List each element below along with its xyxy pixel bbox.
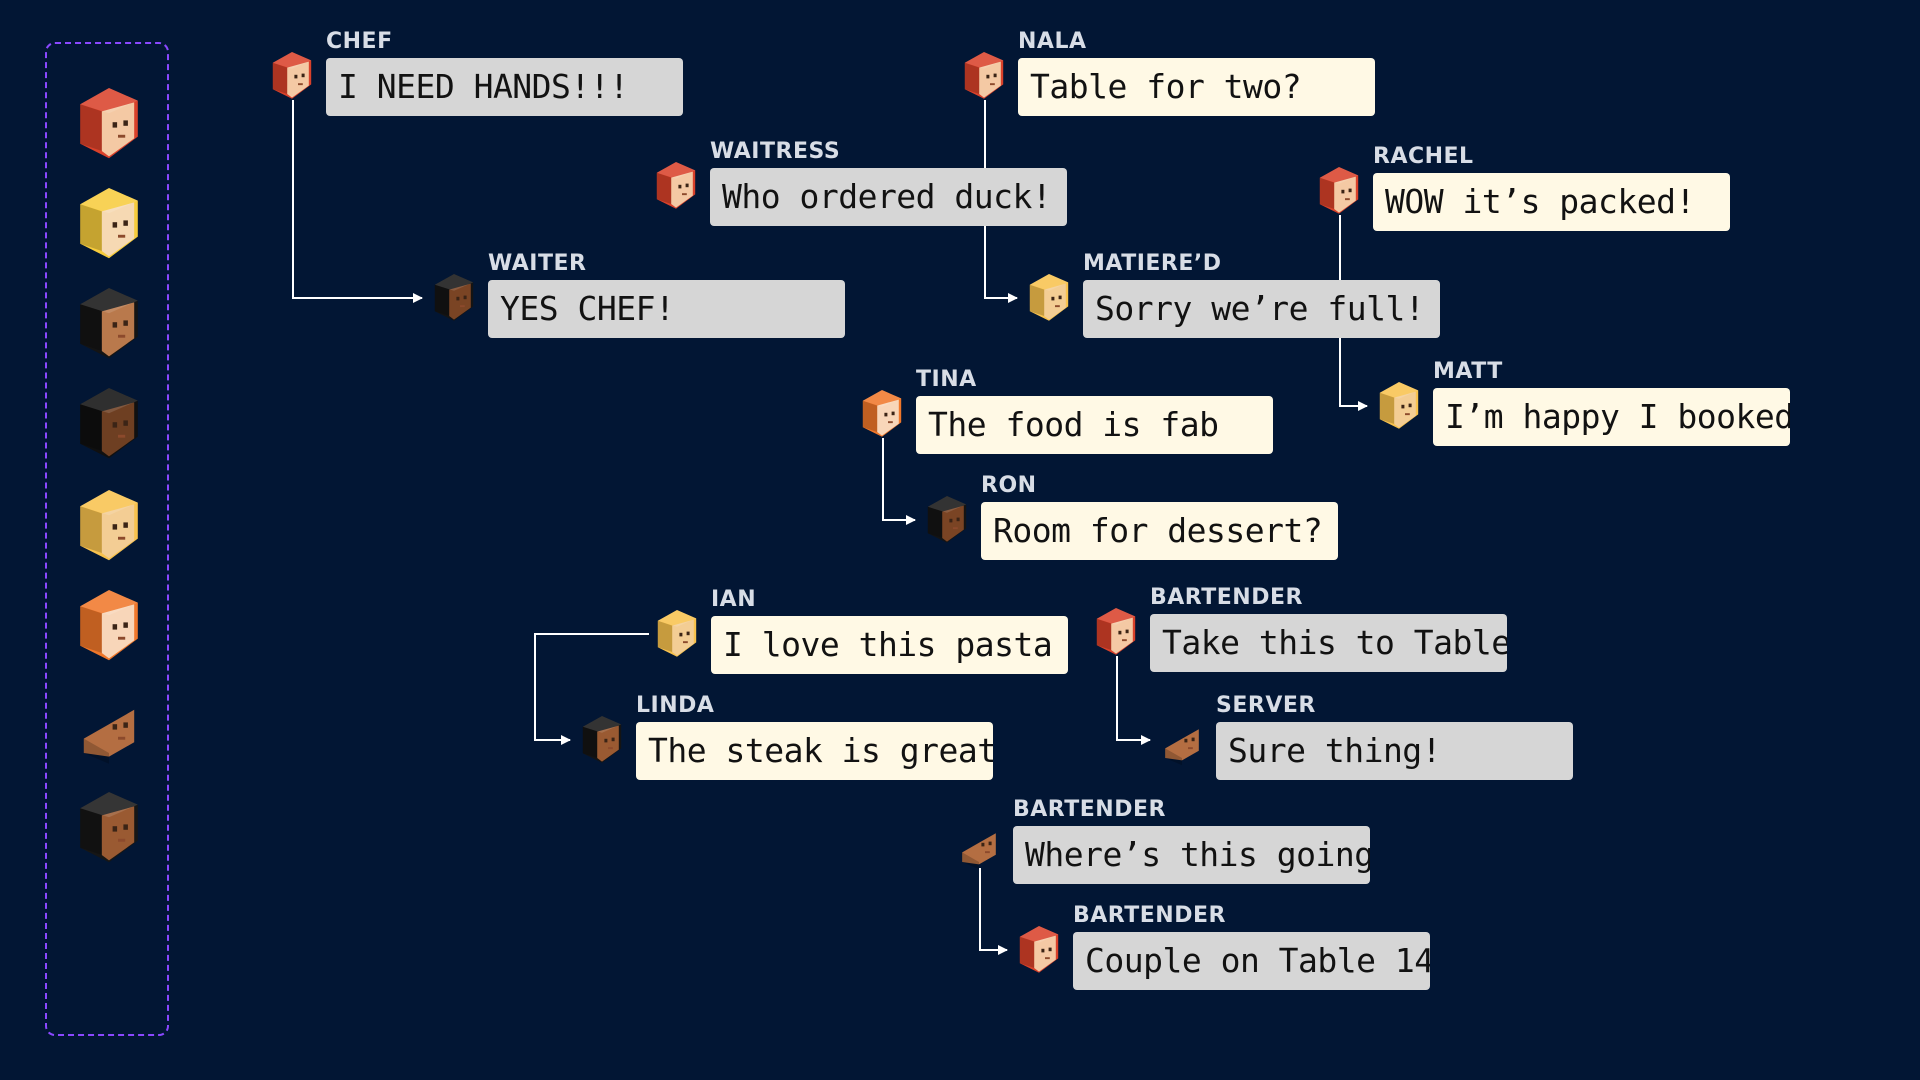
- speaker-name: BARTENDER: [1150, 585, 1303, 610]
- red-hair-avatar-icon: [1019, 926, 1059, 973]
- dialogue-node-bartender3[interactable]: BARTENDER Couple on Table 14: [1015, 902, 1430, 992]
- yellow-hair-avatar-icon: [80, 490, 138, 561]
- speaker-avatar[interactable]: [1158, 712, 1206, 768]
- dialogue-node-ron[interactable]: RON Room for dessert?: [923, 472, 1338, 562]
- speaker-avatar[interactable]: [430, 270, 478, 326]
- speaker-name: BARTENDER: [1073, 903, 1226, 928]
- speaker-name: RACHEL: [1373, 144, 1474, 169]
- orange-hair-avatar-icon: [862, 390, 902, 437]
- long-black-hair-avatar-icon: [80, 388, 138, 459]
- palette-avatar[interactable]: [73, 786, 145, 870]
- speech-bubble[interactable]: Table for two?: [1018, 58, 1375, 116]
- speech-bubble[interactable]: Sorry we’re full!: [1083, 280, 1440, 338]
- speaker-avatar[interactable]: [653, 606, 701, 662]
- speaker-avatar[interactable]: [652, 158, 700, 214]
- orange-hair-avatar-icon: [80, 590, 138, 661]
- speaker-name: MATT: [1433, 359, 1503, 384]
- speaker-name: NALA: [1018, 29, 1087, 54]
- speech-bubble[interactable]: YES CHEF!: [488, 280, 845, 338]
- speech-bubble[interactable]: Room for dessert?: [981, 502, 1338, 560]
- speaker-avatar[interactable]: [858, 386, 906, 442]
- red-hair-avatar-icon: [272, 52, 312, 99]
- speaker-name: WAITER: [488, 251, 587, 276]
- dialogue-node-rachel[interactable]: RACHEL WOW it’s packed!: [1315, 143, 1730, 233]
- speech-bubble[interactable]: The steak is great: [636, 722, 993, 780]
- bald-avatar-icon: [83, 709, 135, 764]
- speech-bubble[interactable]: Who ordered duck!: [710, 168, 1067, 226]
- red-hair-avatar-icon: [1096, 608, 1136, 655]
- red-hair-avatar-icon: [656, 162, 696, 209]
- speaker-name: WAITRESS: [710, 139, 841, 164]
- speaker-name: IAN: [711, 587, 757, 612]
- speech-bubble[interactable]: Take this to Table 7: [1150, 614, 1507, 672]
- speech-bubble[interactable]: Sure thing!: [1216, 722, 1573, 780]
- speaker-name: TINA: [916, 367, 977, 392]
- dialogue-node-ian[interactable]: IAN I love this pasta: [653, 586, 1068, 676]
- dialogue-node-nala[interactable]: NALA Table for two?: [960, 28, 1375, 118]
- palette-avatar[interactable]: [73, 584, 145, 668]
- red-hair-avatar-icon: [80, 88, 138, 159]
- dialogue-node-server[interactable]: SERVER Sure thing!: [1158, 692, 1573, 782]
- black-hair-avatar-icon: [80, 288, 138, 359]
- palette-avatar[interactable]: [73, 382, 145, 466]
- speech-bubble[interactable]: I NEED HANDS!!!: [326, 58, 683, 116]
- connector-chef-to-waiter[interactable]: [292, 100, 423, 303]
- speaker-avatar[interactable]: [268, 48, 316, 104]
- speech-bubble[interactable]: WOW it’s packed!: [1373, 173, 1730, 231]
- palette-avatar[interactable]: [73, 484, 145, 568]
- dialogue-node-matt[interactable]: MATT I’m happy I booked: [1375, 358, 1790, 448]
- speaker-avatar[interactable]: [955, 816, 1003, 872]
- yellow-hair-avatar-icon: [657, 610, 697, 657]
- dialogue-node-bartender2[interactable]: BARTENDER Where’s this going?: [955, 796, 1370, 886]
- speech-bubble[interactable]: Where’s this going?: [1013, 826, 1370, 884]
- yellow-hair-avatar-icon: [1379, 382, 1419, 429]
- avatar-palette: [45, 42, 169, 1036]
- speech-bubble[interactable]: Couple on Table 14: [1073, 932, 1430, 990]
- palette-avatar[interactable]: [73, 182, 145, 266]
- speaker-name: BARTENDER: [1013, 797, 1166, 822]
- speaker-avatar[interactable]: [1025, 270, 1073, 326]
- speaker-avatar[interactable]: [1375, 378, 1423, 434]
- dialogue-node-waiter[interactable]: WAITER YES CHEF!: [430, 250, 845, 340]
- black-hair-avatar-icon: [927, 496, 967, 543]
- speaker-avatar[interactable]: [1015, 922, 1063, 978]
- speaker-name: CHEF: [326, 29, 393, 54]
- blonde-hair-avatar-icon: [80, 188, 138, 259]
- speech-bubble[interactable]: I’m happy I booked: [1433, 388, 1790, 446]
- dialogue-node-tina[interactable]: TINA The food is fab: [858, 366, 1273, 456]
- speaker-name: SERVER: [1216, 693, 1316, 718]
- red-hair-avatar-icon: [1319, 167, 1359, 214]
- dialogue-node-chef[interactable]: CHEF I NEED HANDS!!!: [268, 28, 683, 118]
- black-hair-avatar-icon: [434, 274, 474, 321]
- speaker-avatar[interactable]: [1315, 163, 1363, 219]
- palette-avatar[interactable]: [73, 684, 145, 768]
- speaker-name: RON: [981, 473, 1037, 498]
- speaker-avatar[interactable]: [960, 48, 1008, 104]
- dialogue-node-matiered[interactable]: MATIERE’D Sorry we’re full!: [1025, 250, 1440, 340]
- palette-avatar[interactable]: [73, 282, 145, 366]
- bald-avatar-icon: [962, 833, 996, 870]
- speech-bubble[interactable]: I love this pasta: [711, 616, 1068, 674]
- speaker-avatar[interactable]: [923, 492, 971, 548]
- speaker-name: LINDA: [636, 693, 715, 718]
- palette-avatar[interactable]: [73, 82, 145, 166]
- short-black-hair-avatar-icon: [80, 792, 138, 863]
- black-hair-avatar-icon: [582, 716, 622, 763]
- speech-bubble[interactable]: The food is fab: [916, 396, 1273, 454]
- speaker-name: MATIERE’D: [1083, 251, 1222, 276]
- yellow-hair-avatar-icon: [1029, 274, 1069, 321]
- speaker-avatar[interactable]: [578, 712, 626, 768]
- dialogue-node-bartender1[interactable]: BARTENDER Take this to Table 7: [1092, 584, 1507, 674]
- red-hair-avatar-icon: [964, 52, 1004, 99]
- bald-avatar-icon: [1165, 729, 1199, 766]
- dialogue-node-waitress[interactable]: WAITRESS Who ordered duck!: [652, 138, 1067, 228]
- speaker-avatar[interactable]: [1092, 604, 1140, 660]
- dialogue-node-linda[interactable]: LINDA The steak is great: [578, 692, 993, 782]
